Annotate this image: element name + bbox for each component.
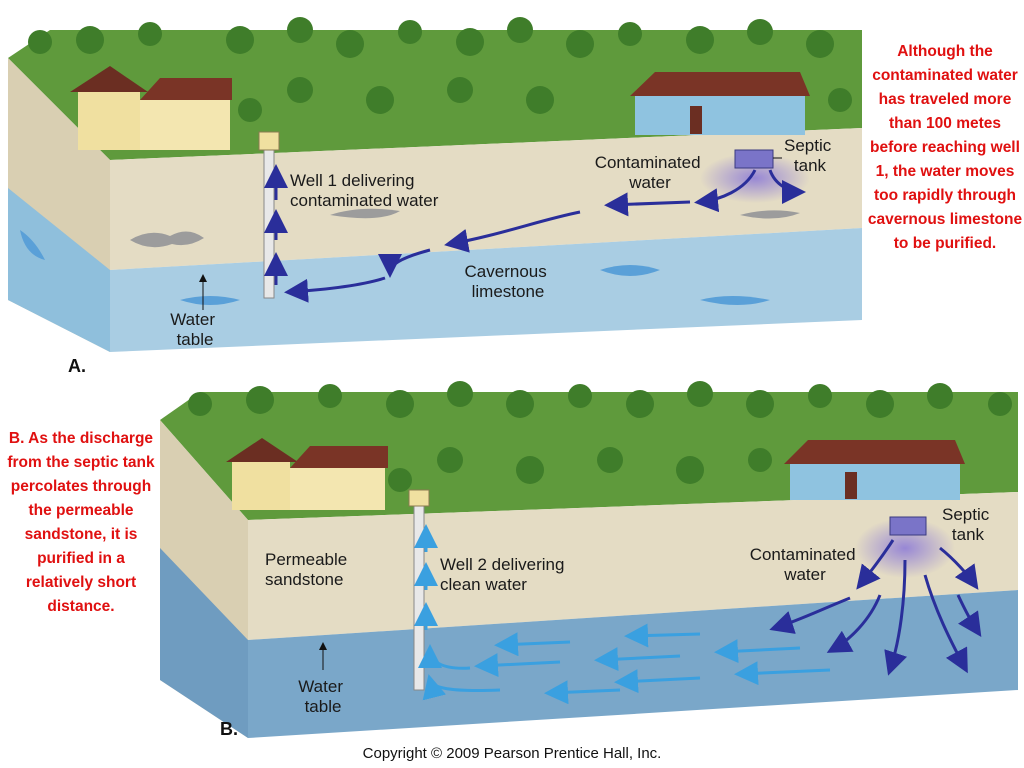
house-a-right (630, 72, 810, 135)
septic-tank-b (889, 516, 927, 536)
well-2-casing (413, 503, 425, 691)
well-2-housing (408, 489, 430, 507)
flow-arrows-a (264, 164, 806, 303)
cavern-a6 (700, 296, 770, 305)
well-1-casing (263, 147, 275, 299)
groundwater-arrows-b (414, 524, 831, 705)
flow-arrow-a4 (444, 210, 581, 253)
groundwater-arrow-b2 (494, 632, 571, 657)
panel-a-explanation: Although the contaminated water has trav… (867, 43, 1023, 252)
groundwater-arrow-b4 (594, 647, 681, 672)
groundwater-arrow-b1 (624, 623, 701, 648)
septic-tank-label-a: Septic tank (784, 136, 836, 175)
sandstone-layer-b (248, 492, 1018, 640)
contaminated-water-label-b: Contaminated water (750, 545, 861, 584)
water-table-label-b: Water table (298, 677, 347, 716)
water-table-pointer-head-b (319, 642, 327, 650)
cavern-a3 (740, 210, 800, 219)
groundwater-arrow-b3 (714, 639, 801, 664)
panel-b: Well 2 delivering clean water Contaminat… (160, 381, 1018, 739)
percolation-arrow-b2 (939, 546, 979, 590)
flow-arrow-a3 (604, 192, 691, 217)
percolation-arrow-b5 (884, 559, 908, 676)
septic-tank-a (734, 149, 774, 169)
well-1-label: Well 1 delivering contaminated water (290, 171, 439, 210)
cavern-a1 (130, 231, 204, 248)
percolation-arrows-b (769, 539, 982, 676)
trees-b (188, 381, 1012, 492)
panel-a-letter: A. (68, 356, 86, 376)
percolation-arrow-b1 (856, 539, 895, 590)
panel-b-letter: B. (220, 719, 238, 739)
cavern-a5 (600, 265, 660, 276)
permeable-sandstone-label: Permeable sandstone (265, 550, 352, 589)
trees-a (28, 17, 852, 122)
house-b-left (226, 438, 388, 510)
groundwater-arrow-b5 (474, 653, 561, 678)
flow-arrow-a2 (768, 169, 806, 204)
limestone-water-layer-a (110, 228, 862, 352)
left-face-water-a (8, 188, 110, 352)
septic-plume-b (855, 518, 955, 578)
left-face-water-b (160, 548, 248, 738)
contaminated-water-label-a: Contaminated water (595, 153, 706, 192)
house-b-right (784, 440, 965, 500)
flow-arrow-a6 (284, 276, 386, 303)
panel-b-explanation: B. As the discharge from the septic tank… (7, 430, 155, 615)
groundwater-arrow-b10 (422, 674, 501, 701)
water-table-pointer-head-a (199, 274, 207, 282)
groundwater-arrow-b6 (734, 661, 831, 686)
cavern-a4 (180, 296, 240, 305)
flow-arrow-a5 (378, 248, 431, 278)
percolation-arrow-b6 (923, 574, 968, 674)
septic-tank-label-b: Septic tank (942, 505, 994, 544)
house-a-left (70, 66, 232, 150)
groundwater-arrow-b7 (614, 669, 701, 694)
cavernous-limestone-label: Cavernous limestone (465, 262, 552, 301)
panel-a: Well 1 delivering contaminated water Con… (8, 17, 862, 376)
copyright-notice: Copyright © 2009 Pearson Prentice Hall, … (362, 745, 662, 762)
well-1-housing (258, 131, 280, 151)
groundwater-arrow-b9 (418, 644, 471, 670)
percolation-arrow-b4 (826, 594, 882, 653)
cavern-a2 (330, 208, 400, 219)
sandstone-water-layer-b (248, 590, 1018, 738)
flow-arrow-a1 (694, 169, 757, 213)
well-2-label: Well 2 delivering clean water (440, 555, 569, 594)
percolation-arrow-b7 (956, 594, 982, 637)
water-table-label-a: Water table (170, 310, 219, 349)
cavern-a7 (20, 230, 45, 260)
percolation-arrow-b3 (769, 596, 851, 634)
sand-layer-a (110, 128, 862, 270)
groundwater-arrow-b8 (544, 680, 621, 705)
